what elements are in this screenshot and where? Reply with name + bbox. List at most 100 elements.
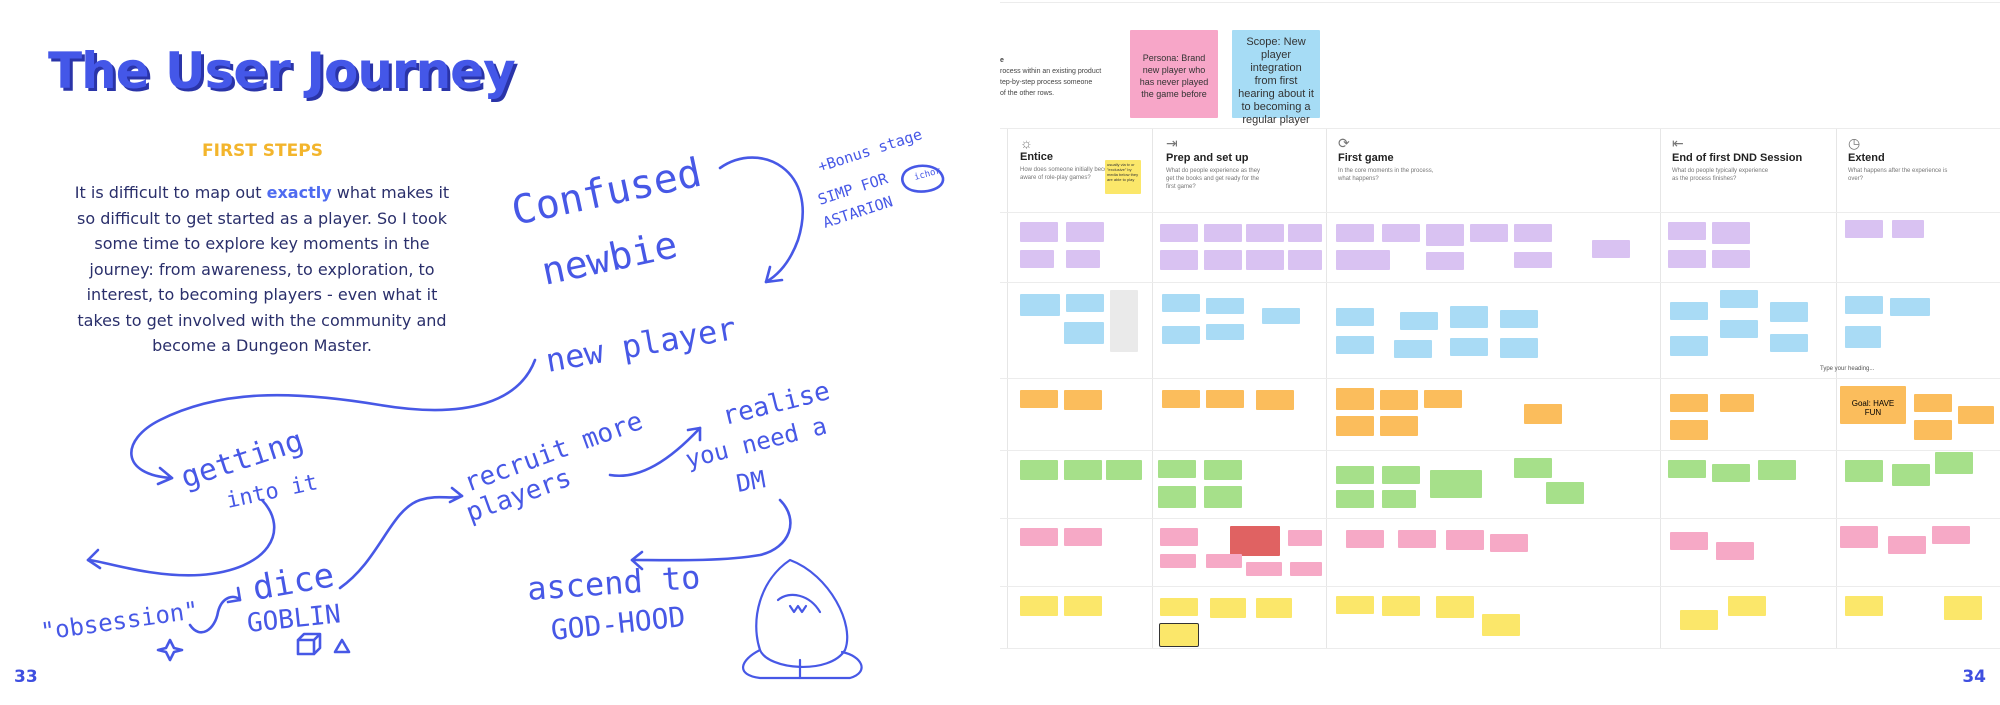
sticky-note[interactable] — [1382, 466, 1420, 484]
sticky-note[interactable] — [1204, 224, 1242, 242]
sticky-note[interactable] — [1958, 406, 1994, 424]
sticky-note[interactable] — [1470, 224, 1508, 242]
sticky-note[interactable] — [1426, 224, 1464, 246]
persona-card[interactable]: Persona: Brand new player who has never … — [1130, 30, 1218, 118]
sticky-note[interactable] — [1426, 252, 1464, 270]
sticky-note[interactable] — [1246, 224, 1284, 242]
sticky-note[interactable] — [1720, 394, 1754, 412]
sticky-note[interactable] — [1158, 460, 1196, 478]
sticky-note[interactable] — [1336, 308, 1374, 326]
sticky-note[interactable] — [1514, 224, 1552, 242]
sticky-note[interactable] — [1546, 482, 1584, 504]
sticky-note[interactable] — [1158, 486, 1196, 508]
sticky-note[interactable] — [1066, 250, 1100, 268]
sticky-note[interactable] — [1160, 598, 1198, 616]
sticky-note[interactable] — [1668, 222, 1706, 240]
sticky-note[interactable] — [1256, 390, 1294, 410]
sticky-note[interactable] — [1064, 460, 1102, 480]
sticky-note[interactable] — [1932, 526, 1970, 544]
sticky-note[interactable] — [1712, 464, 1750, 482]
sticky-note[interactable] — [1106, 460, 1142, 480]
sticky-note[interactable] — [1446, 530, 1484, 550]
sticky-note[interactable] — [1524, 404, 1562, 424]
sticky-note[interactable] — [1890, 298, 1930, 316]
sticky-note[interactable] — [1668, 460, 1706, 478]
entice-note[interactable]: usually via tv or "exclusive" by media b… — [1105, 160, 1141, 194]
sticky-note[interactable] — [1204, 460, 1242, 480]
sticky-note[interactable] — [1336, 250, 1390, 270]
sticky-note[interactable] — [1066, 294, 1104, 312]
sticky-note[interactable] — [1892, 464, 1930, 486]
sticky-note[interactable] — [1840, 526, 1878, 548]
sticky-note[interactable] — [1670, 420, 1708, 440]
sticky-note[interactable] — [1204, 486, 1242, 508]
sticky-note[interactable] — [1935, 452, 1973, 474]
sticky-note[interactable] — [1064, 596, 1102, 616]
sticky-note[interactable] — [1670, 394, 1708, 412]
sticky-note[interactable] — [1430, 470, 1482, 498]
sticky-note[interactable] — [1288, 530, 1322, 546]
sticky-note[interactable] — [1845, 220, 1883, 238]
sticky-note[interactable] — [1490, 534, 1528, 552]
sticky-note[interactable] — [1400, 312, 1438, 330]
sticky-note[interactable] — [1944, 596, 1982, 620]
sticky-note[interactable] — [1845, 596, 1883, 616]
sticky-note[interactable] — [1770, 334, 1808, 352]
sticky-note[interactable] — [1204, 250, 1242, 270]
sticky-note[interactable] — [1592, 240, 1630, 258]
sticky-note[interactable] — [1020, 528, 1058, 546]
sticky-note[interactable] — [1712, 250, 1750, 268]
sticky-note[interactable] — [1206, 324, 1244, 340]
sticky-note[interactable] — [1382, 224, 1420, 242]
sticky-note[interactable] — [1020, 294, 1060, 316]
sticky-note[interactable] — [1160, 224, 1198, 242]
sticky-note[interactable] — [1728, 596, 1766, 616]
sticky-note[interactable] — [1450, 306, 1488, 328]
sticky-note[interactable] — [1758, 460, 1796, 480]
sticky-note[interactable] — [1670, 532, 1708, 550]
sticky-note[interactable] — [1670, 336, 1708, 356]
sticky-note[interactable] — [1398, 530, 1436, 548]
sticky-note[interactable] — [1770, 302, 1808, 322]
sticky-note[interactable] — [1020, 460, 1058, 480]
sticky-note[interactable] — [1020, 250, 1054, 268]
sticky-note[interactable] — [1680, 610, 1718, 630]
sticky-note[interactable] — [1336, 596, 1374, 614]
sticky-note[interactable] — [1288, 250, 1322, 270]
goal-note[interactable]: Goal: HAVE FUN — [1840, 386, 1906, 424]
sticky-note[interactable] — [1514, 252, 1552, 268]
sticky-note[interactable] — [1160, 624, 1198, 646]
sticky-note[interactable] — [1500, 310, 1538, 328]
sticky-note[interactable] — [1206, 390, 1244, 408]
sticky-note[interactable] — [1162, 326, 1200, 344]
sticky-note[interactable] — [1020, 596, 1058, 616]
sticky-note[interactable] — [1162, 294, 1200, 312]
sticky-note[interactable] — [1914, 420, 1952, 440]
sticky-note[interactable] — [1845, 296, 1883, 314]
sticky-note[interactable] — [1246, 250, 1284, 270]
sticky-note[interactable] — [1892, 220, 1924, 238]
sticky-note[interactable] — [1160, 528, 1198, 546]
sticky-note[interactable] — [1020, 222, 1058, 242]
sticky-note[interactable] — [1336, 224, 1374, 242]
sticky-note[interactable] — [1500, 338, 1538, 358]
sticky-note[interactable] — [1256, 598, 1292, 618]
sticky-note[interactable] — [1162, 390, 1200, 408]
sticky-note[interactable] — [1020, 390, 1058, 408]
sticky-note[interactable] — [1670, 302, 1708, 320]
sticky-note[interactable] — [1712, 222, 1750, 244]
sticky-note[interactable] — [1716, 542, 1754, 560]
sticky-note[interactable] — [1482, 614, 1520, 636]
sticky-note[interactable] — [1064, 528, 1102, 546]
sticky-note[interactable] — [1336, 336, 1374, 354]
sticky-note[interactable] — [1888, 536, 1926, 554]
sticky-note[interactable] — [1206, 554, 1242, 568]
highlight-note[interactable] — [1230, 526, 1280, 556]
sticky-note[interactable] — [1720, 320, 1758, 338]
sticky-note[interactable] — [1288, 224, 1322, 242]
sticky-note[interactable] — [1064, 322, 1104, 344]
sticky-note[interactable] — [1336, 388, 1374, 410]
sticky-note[interactable] — [1064, 390, 1102, 410]
sticky-note[interactable] — [1514, 458, 1552, 478]
sticky-note[interactable] — [1382, 490, 1416, 508]
